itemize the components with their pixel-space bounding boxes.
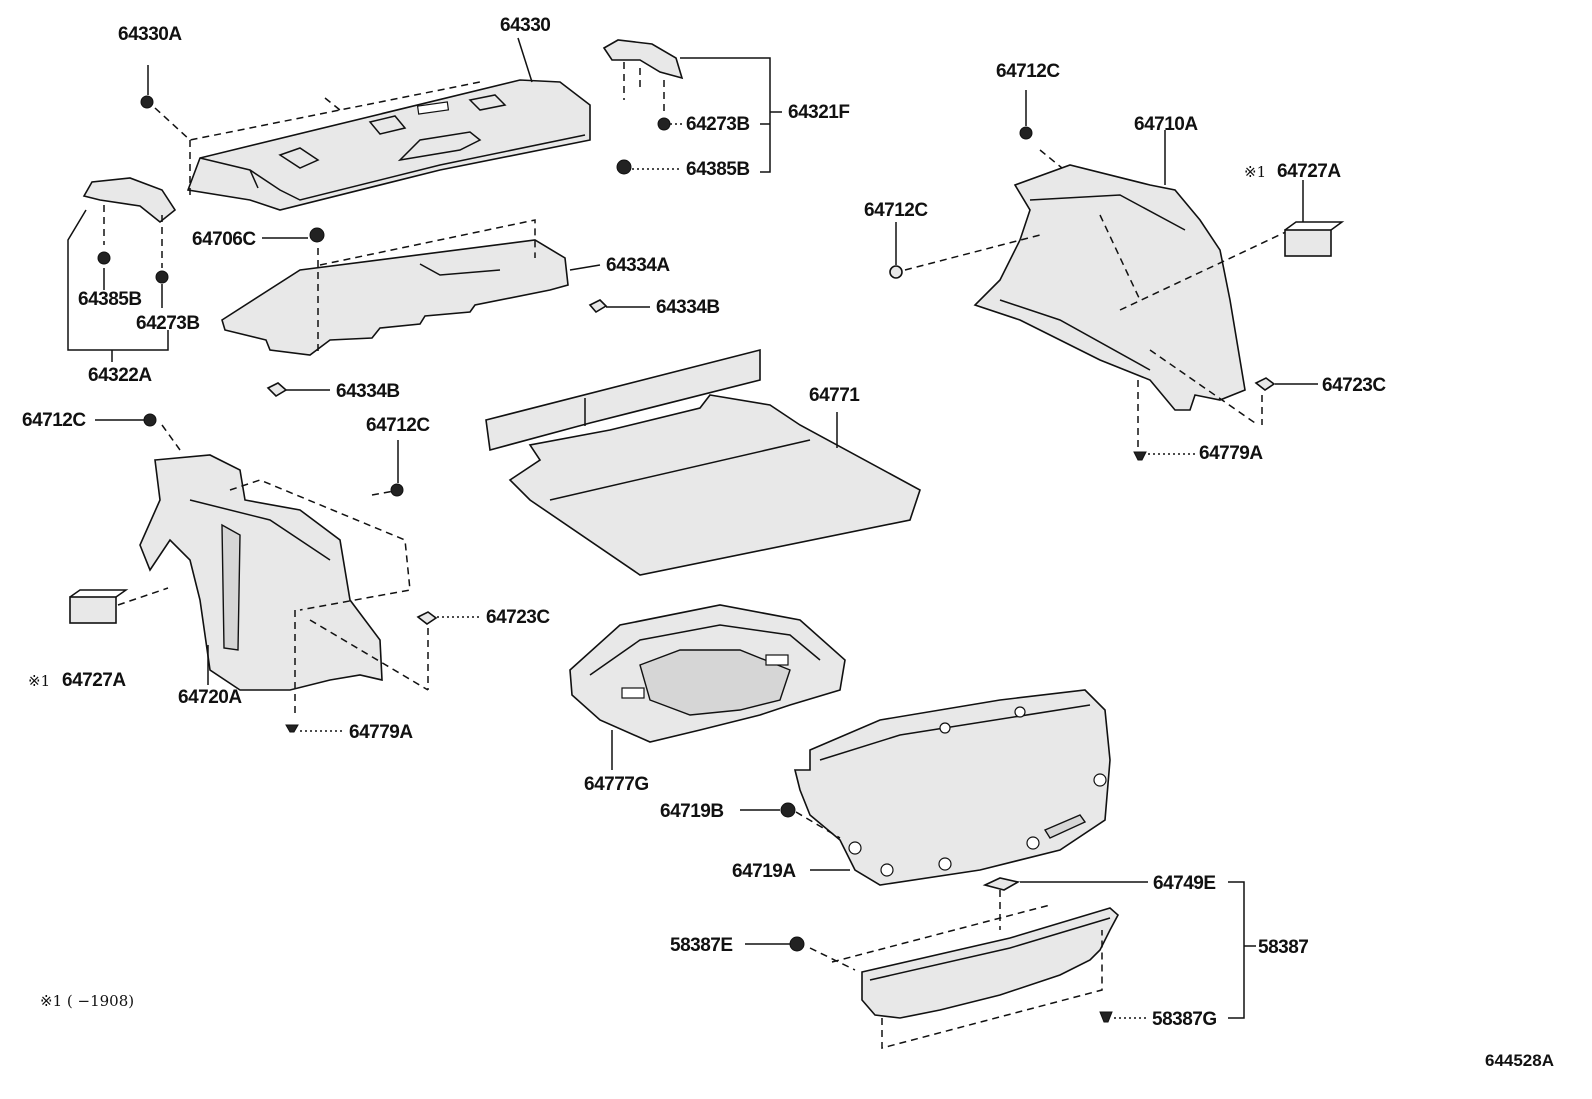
label-64719a: 64719A [732,861,796,882]
footnote: ※1 ( −1908) [40,992,135,1010]
label-58387: 58387 [1258,937,1309,958]
mat-64334a [221,239,569,356]
label-64771: 64771 [809,385,860,406]
diagram-code: 644528A [1484,1051,1554,1070]
label-64322a: 64322A [88,365,152,386]
label-64723c-left: 64723C [486,607,550,628]
label-64779a-right: 64779A [1199,443,1263,464]
label-64330a: 64330A [118,24,182,45]
trunk-lid-trim-64719a [793,689,1111,886]
label-64273b-top: 64273B [686,114,750,135]
package-tray-trim [186,79,591,211]
label-64712c-1: 64712C [22,410,86,431]
cargo-floor-64771 [485,348,921,576]
label-64719b: 64719B [660,801,724,822]
label-64777g: 64777G [584,774,649,795]
label-64712c-4: 64712C [864,200,928,221]
label-64334a: 64334A [606,255,670,276]
scuff-plate-58387 [861,907,1120,1019]
label-64385b-left: 64385B [78,289,142,310]
tool-tray-64777g [569,604,846,743]
label-64273b-left: 64273B [136,313,200,334]
label-64334b-left: 64334B [336,381,400,402]
label-64706c: 64706C [192,229,256,250]
label-64710a: 64710A [1134,114,1198,135]
label-64321f: 64321F [788,102,850,123]
label-64720a: 64720A [178,687,242,708]
label-64712c-2: 64712C [366,415,430,436]
label-64749e: 64749E [1153,873,1216,894]
label-64727a-left: 64727A [62,670,126,691]
label-58387g: 58387G [1152,1009,1217,1030]
label-64712c-3: 64712C [996,61,1060,82]
bracket-64322a [82,177,177,224]
label-64334b-right: 64334B [656,297,720,318]
label-64779a-left: 64779A [349,722,413,743]
label-64727a-right: 64727A [1277,161,1341,182]
label-64723c-right: 64723C [1322,375,1386,396]
note-mark-left: ※1 [28,672,51,690]
left-quarter-trim-64720a [139,454,383,691]
label-64385b-top: 64385B [686,159,750,180]
label-58387e: 58387E [670,935,733,956]
right-quarter-trim-64710a [973,164,1246,411]
note-mark-right: ※1 [1244,163,1267,181]
label-64330: 64330 [500,15,551,36]
bracket-64321f [602,39,684,80]
